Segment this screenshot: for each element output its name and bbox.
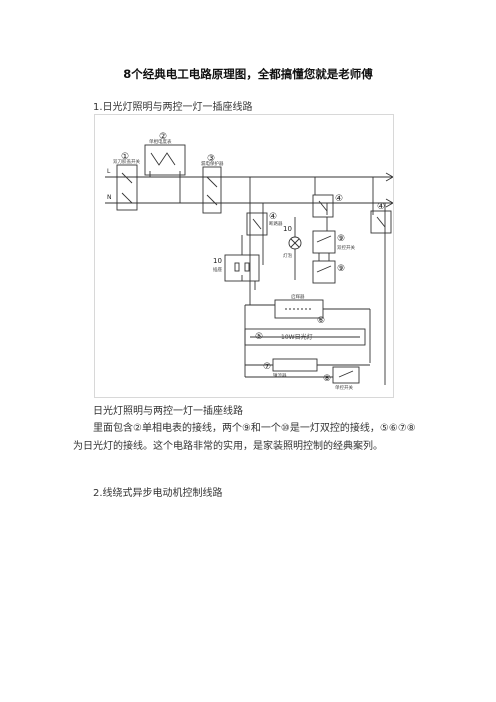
label-4b: ④ <box>335 194 343 204</box>
label-2: ② <box>159 132 167 142</box>
label-7: ⑦ <box>263 362 271 372</box>
circuit-diagram: ① ② ③ ④ ④ ④ ⑤ ⑥ ⑦ ⑧ ⑨ ⑨ 10 10 L N 双刀胶盖开关… <box>105 132 393 391</box>
section-heading-1: 1.日光灯照明与两控一灯一插座线路 <box>93 102 253 113</box>
label-4a: ④ <box>269 212 277 222</box>
section-heading-2: 2.线绕式异步电动机控制线路 <box>93 488 223 499</box>
single-switch <box>332 366 360 384</box>
label-4c: ④ <box>377 202 385 212</box>
text-t5: 10W日光灯 <box>281 333 313 341</box>
text-t1: 双刀胶盖开关 <box>113 158 140 165</box>
text-t10b: 插座 <box>213 266 222 273</box>
label-8: ⑧ <box>323 374 331 384</box>
label-L: L <box>107 168 111 175</box>
ballast <box>272 358 318 372</box>
label-6: ⑥ <box>317 316 325 326</box>
breaker-b <box>312 194 334 218</box>
residual-current-device <box>202 166 222 214</box>
breaker-a <box>246 212 268 236</box>
two-way-switch-a <box>312 230 336 254</box>
figure-caption: 日光灯照明与两控一灯一插座线路 <box>93 406 243 417</box>
page-title: 8个经典电工电路原理图，全都搞懂您就是老师傅 <box>123 67 373 81</box>
text-t4: 断路器 <box>269 220 283 227</box>
breaker-c <box>370 210 392 234</box>
label-9b: ⑨ <box>337 264 345 274</box>
text-t3: 漏电保护器 <box>201 160 224 167</box>
text-t2: 单相电度表 <box>149 138 172 145</box>
circuit-diagram-figure: ① ② ③ ④ ④ ④ ⑤ ⑥ ⑦ ⑧ ⑨ ⑨ 10 10 L N 双刀胶盖开关… <box>94 114 394 398</box>
text-t7: 镇流器 <box>273 372 287 379</box>
label-10a: 10 <box>283 225 292 233</box>
label-9a: ⑨ <box>337 234 345 244</box>
label-3: ③ <box>207 154 215 164</box>
two-way-switch-b <box>312 260 336 284</box>
text-t8: 单控开关 <box>335 384 353 391</box>
label-N: N <box>107 194 112 201</box>
text-t10a: 灯泡 <box>283 252 292 259</box>
double-pole-switch <box>116 164 138 211</box>
body-paragraph: 里面包含②单相电表的接线，两个⑨和一个⑩是一灯双控的接线，⑤⑥⑦⑧为日光灯的接线… <box>73 423 416 452</box>
label-10b: 10 <box>213 257 222 265</box>
label-1: ① <box>121 152 129 162</box>
text-t6: 启辉器 <box>291 293 305 300</box>
energy-meter <box>144 144 186 176</box>
label-5: ⑤ <box>255 332 263 342</box>
text-t9: 双控开关 <box>337 244 355 251</box>
